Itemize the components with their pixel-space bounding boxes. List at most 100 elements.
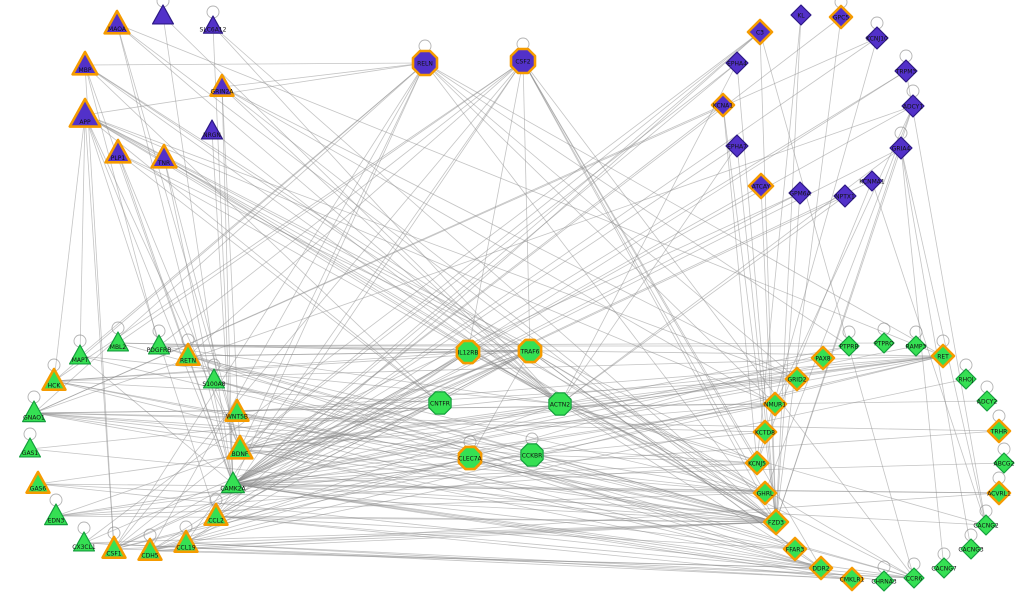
edge-CCKBR-GHRL[interactable] xyxy=(531,454,766,494)
edge-CSF2-CSF1[interactable] xyxy=(113,60,524,550)
edge-RELN-RET[interactable] xyxy=(424,62,944,357)
edge-KCNMA1-KCNJ5[interactable] xyxy=(756,180,873,464)
edge-GRIN2A-BDNF[interactable] xyxy=(221,86,241,450)
node-MBP[interactable] xyxy=(71,50,99,76)
node-TRI2[interactable] xyxy=(151,4,175,25)
edge-WNT5B-GRID2[interactable] xyxy=(236,378,798,413)
node-CCKBR[interactable] xyxy=(520,443,544,467)
edge-RELN-CAMK2A[interactable] xyxy=(232,62,426,485)
node-GNAO1[interactable] xyxy=(22,400,47,423)
edge-TRAF6-EDN3[interactable] xyxy=(55,350,531,517)
edge-CDH5-PTPRB[interactable] xyxy=(149,345,850,552)
edge-EPHA7-CAMK2A[interactable] xyxy=(232,145,738,485)
edge-PLP1-CAMK2A[interactable] xyxy=(117,152,234,485)
edge-NPTX1-ACTN2[interactable] xyxy=(559,195,846,405)
edge-PDGFRB-FZD3[interactable] xyxy=(158,345,777,523)
edge-BDNF-RET[interactable] xyxy=(239,355,944,450)
node-CACNG3[interactable] xyxy=(960,538,982,560)
node-PAX8[interactable] xyxy=(810,345,836,371)
edge-C3-CSF1[interactable] xyxy=(113,31,761,550)
edge-MBP-PDGFRB[interactable] xyxy=(84,64,160,347)
edge-GPC5-FZD3[interactable] xyxy=(775,16,842,523)
edge-TRAF6-CSF1[interactable] xyxy=(113,350,531,550)
edge-CSF2-RETN[interactable] xyxy=(187,60,524,357)
edge-S100A8-FZD3[interactable] xyxy=(213,379,777,523)
node-CHRNA3[interactable] xyxy=(873,570,895,592)
edge-BDNF-DDR2[interactable] xyxy=(239,448,822,569)
node-ADCY1[interactable] xyxy=(901,94,925,118)
node-GRIA4[interactable] xyxy=(889,136,913,160)
node-NRGN[interactable] xyxy=(200,119,224,140)
node-ACVRL1[interactable] xyxy=(986,480,1012,506)
edge-APP-NMUR1[interactable] xyxy=(84,114,776,405)
edge-CCL2-FFAR3[interactable] xyxy=(215,515,796,550)
node-FFAR3[interactable] xyxy=(782,536,808,562)
edge-GAS6-DDR2[interactable] xyxy=(37,483,822,569)
edge-CCL2-CMKLR1[interactable] xyxy=(215,515,853,580)
edge-RELN-GNAO1[interactable] xyxy=(33,62,426,414)
edge-KCNA1-CAMK2A[interactable] xyxy=(232,104,724,485)
edge-BDNF-NMUR1[interactable] xyxy=(239,403,776,450)
node-WNT5B[interactable] xyxy=(224,398,250,422)
edge-TRAF6-CX3CL1[interactable] xyxy=(83,350,531,544)
node-FZD3[interactable] xyxy=(762,508,790,536)
node-GAS1[interactable] xyxy=(18,437,42,458)
node-APP[interactable] xyxy=(68,97,102,128)
edge-CAMK2A-CACNG2[interactable] xyxy=(232,483,987,526)
edge-PDGFRB-DDR2[interactable] xyxy=(158,345,822,569)
edge-SLC6A12-CAMK2A[interactable] xyxy=(212,25,234,485)
edge-WNT5B-RET[interactable] xyxy=(236,355,944,413)
edge-KCTD8-CAMK2A[interactable] xyxy=(232,431,766,485)
node-KCTD8[interactable] xyxy=(752,419,778,445)
edge-ABCG2-CAMK2A[interactable] xyxy=(232,462,1005,485)
node-TNR[interactable] xyxy=(150,143,178,169)
node-CCR6[interactable] xyxy=(903,567,925,589)
edge-PDGFRB-RET[interactable] xyxy=(158,345,944,357)
edge-CDH5-FZD3[interactable] xyxy=(149,521,777,552)
node-CLEC7A[interactable] xyxy=(457,445,483,471)
edge-APP-GRID2[interactable] xyxy=(84,114,798,380)
node-SLC6A12[interactable] xyxy=(202,15,224,34)
node-RET[interactable] xyxy=(930,343,956,369)
edge-GRIN2A-NMUR1[interactable] xyxy=(221,86,776,405)
node-GPC5[interactable] xyxy=(828,4,854,30)
edge-IL12RB-CCR6[interactable] xyxy=(467,351,915,579)
node-MAOA[interactable] xyxy=(103,9,131,35)
node-PTPRB[interactable] xyxy=(838,335,860,357)
edge-MAPT-FZD3[interactable] xyxy=(79,355,777,523)
edge-RELN-MAPT[interactable] xyxy=(79,62,426,357)
node-NMUR1[interactable] xyxy=(762,391,788,417)
node-CDH5[interactable] xyxy=(137,537,163,561)
node-RAMP3[interactable] xyxy=(905,335,927,357)
edge-TRAF6-HCK[interactable] xyxy=(53,350,531,382)
edge-GAS6-ACVRL1[interactable] xyxy=(37,483,1000,494)
node-CACNG7[interactable] xyxy=(933,557,955,579)
node-KCNA1[interactable] xyxy=(710,92,736,118)
edge-ADCY2-GNAO1[interactable] xyxy=(33,400,988,414)
edge-MBP-ACTN2[interactable] xyxy=(84,64,561,405)
node-NPTX1[interactable] xyxy=(833,184,857,208)
edge-APP-CSF1[interactable] xyxy=(84,114,115,550)
edge-RAMP3-CAMK2A[interactable] xyxy=(232,345,917,485)
edge-GRIN2A-RELN[interactable] xyxy=(221,62,426,88)
edge-GRIA4-CAMK2A[interactable] xyxy=(232,147,902,485)
node-CCL2[interactable] xyxy=(203,502,229,526)
edge-APP-HCK[interactable] xyxy=(53,114,86,382)
edge-CCL19-CCR6[interactable] xyxy=(185,542,915,579)
edge-RELN-FZD3[interactable] xyxy=(424,62,777,523)
node-CACNG2[interactable] xyxy=(975,514,997,536)
edge-APP-RELN[interactable] xyxy=(84,62,426,116)
edge-NRGN-CAMK2A[interactable] xyxy=(211,130,234,485)
node-CX3CL1[interactable] xyxy=(72,531,96,552)
edge-WNT5B-DDR2[interactable] xyxy=(236,411,822,569)
node-CMKLR1[interactable] xyxy=(839,566,865,592)
edge-MBP-RELN[interactable] xyxy=(84,62,426,66)
edge-ACTN2-DDR2[interactable] xyxy=(559,403,822,569)
edge-PLP1-TRAF6[interactable] xyxy=(117,152,531,352)
node-RETN[interactable] xyxy=(175,342,201,366)
node-GAS6[interactable] xyxy=(25,470,51,494)
node-ABCG2[interactable] xyxy=(993,452,1015,474)
node-PLP1[interactable] xyxy=(104,138,132,164)
node-GHRL[interactable] xyxy=(752,480,778,506)
node-CSF1[interactable] xyxy=(101,535,127,559)
